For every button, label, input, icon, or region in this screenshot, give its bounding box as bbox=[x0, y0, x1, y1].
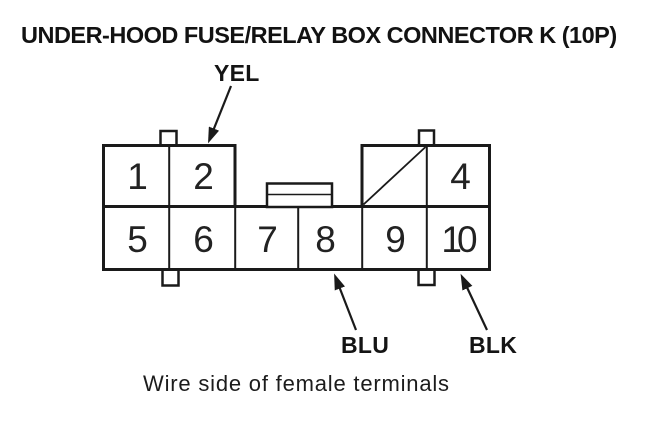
index-tab-bottom-left bbox=[161, 268, 180, 287]
yel-pointer-arrow bbox=[208, 85, 233, 144]
connector-top-right-block bbox=[360, 144, 491, 208]
page-title: UNDER-HOOD FUSE/RELAY BOX CONNECTOR K (1… bbox=[21, 22, 617, 48]
diagram-caption: Wire side of female terminals bbox=[143, 371, 450, 396]
blocked-slot-diagonal-line bbox=[362, 146, 427, 206]
wire-color-label-blu: BLU bbox=[341, 332, 390, 358]
index-tab-bottom-right bbox=[417, 268, 436, 287]
pin-10-label: 10 bbox=[441, 219, 477, 260]
wire-color-label-blk: BLK bbox=[469, 332, 518, 358]
wire-color-label-yel: YEL bbox=[214, 60, 260, 86]
connector-bottom-row bbox=[102, 205, 491, 271]
blk-pointer-arrow bbox=[460, 273, 488, 331]
blu-pointer-arrow bbox=[334, 273, 358, 331]
